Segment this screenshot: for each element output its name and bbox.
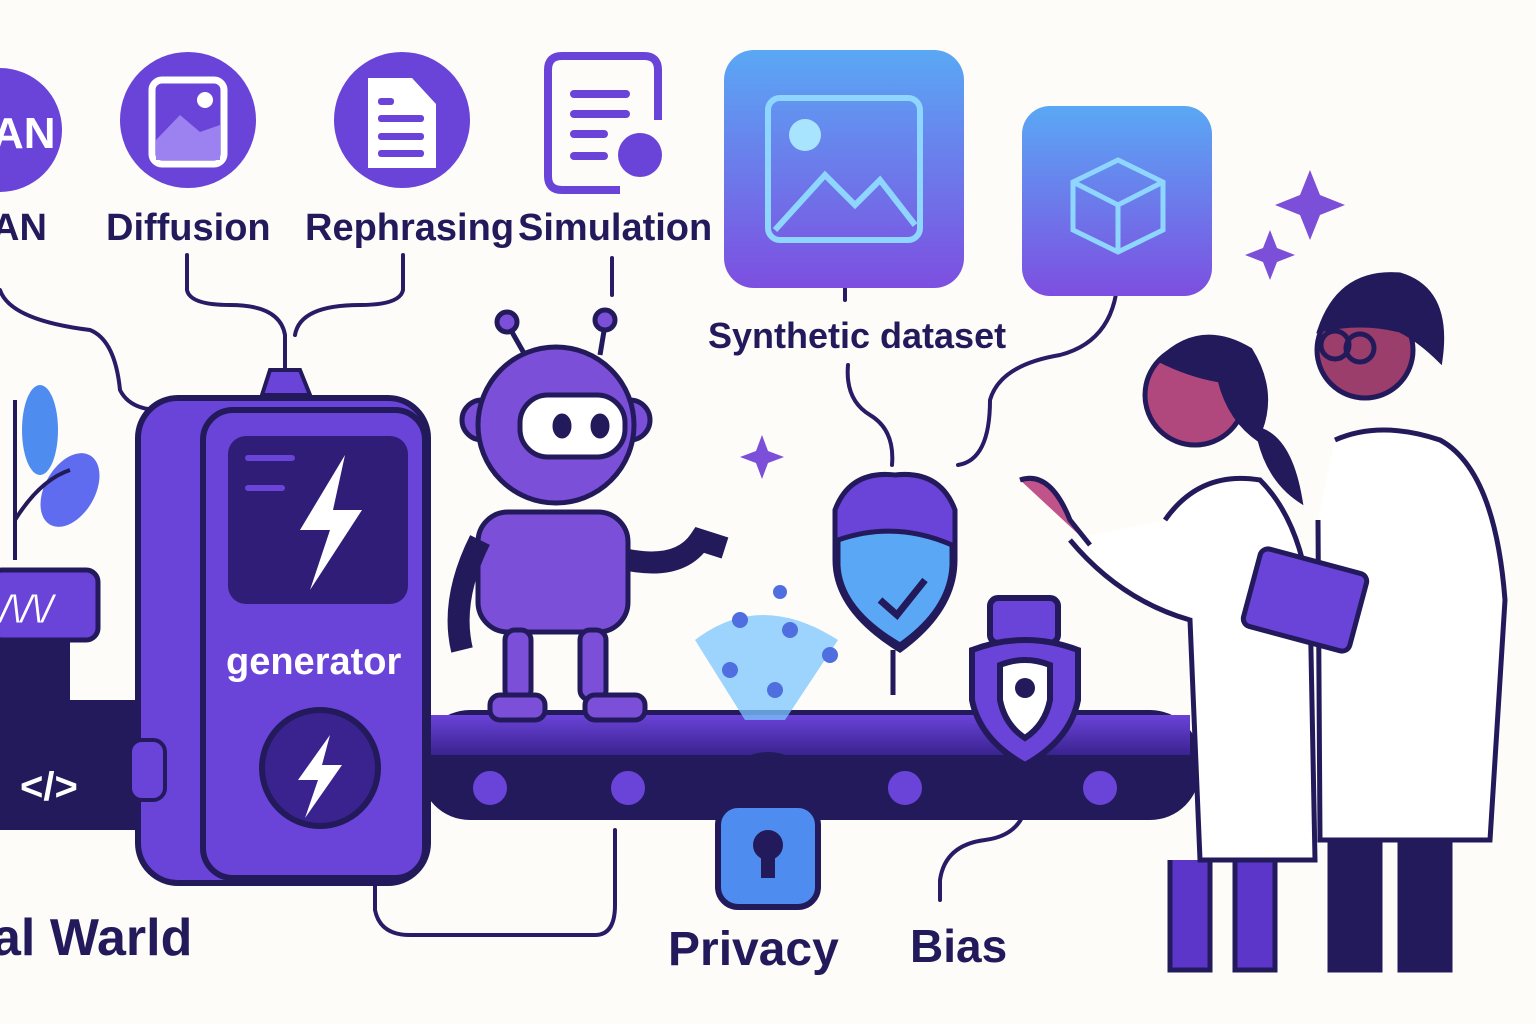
scientist-figure <box>1240 272 1508 973</box>
image-tile-icon <box>724 50 964 288</box>
document-icon <box>334 52 470 188</box>
lock-icon <box>715 751 821 910</box>
shield-lock-icon <box>969 595 1081 769</box>
real-world-label: al Warld <box>0 909 192 967</box>
gan-icon: AN <box>0 68 62 192</box>
code-icon: </> <box>20 765 78 809</box>
gan-label: AN <box>0 207 47 249</box>
funnel-check-icon <box>832 471 958 695</box>
rephrasing-label: Rephrasing <box>305 207 514 249</box>
image-icon <box>120 52 256 188</box>
robot-icon <box>447 307 729 723</box>
cube-tile-icon <box>1022 106 1212 296</box>
simulation-document-icon <box>544 52 662 194</box>
lightning-icon <box>300 455 362 590</box>
bias-label: Bias <box>910 920 1007 972</box>
gan-icon-text: AN <box>0 109 56 158</box>
synthetic-dataset-label: Synthetic dataset <box>708 315 1006 356</box>
data-hologram <box>695 585 838 720</box>
simulation-label: Simulation <box>518 207 712 249</box>
generator-machine: generator <box>128 368 431 886</box>
wave-symbol: /\/\/ <box>0 589 56 631</box>
privacy-label: Privacy <box>668 923 839 976</box>
sparkle-icon <box>740 170 1345 479</box>
diffusion-label: Diffusion <box>106 207 271 249</box>
conveyor-belt <box>420 710 1200 820</box>
real-world-machine: /\/\/ </> <box>0 567 140 830</box>
plant-icon <box>13 385 100 560</box>
generator-label: generator <box>226 641 401 683</box>
